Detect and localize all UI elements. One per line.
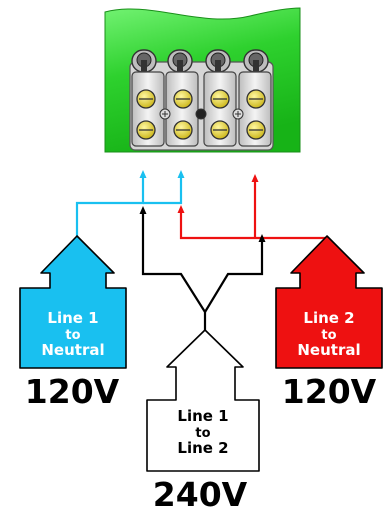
center-voltage-label: 240V [153,475,248,510]
left-arrow-label-1: Line 1 [47,309,98,327]
mounting-holes [159,108,244,120]
screws [136,89,266,140]
center-arrow-label-1: Line 1 [177,407,228,425]
right-voltage-label: 120V [282,372,377,411]
line1-neutral-wire [75,176,145,238]
right-arrow-label-3: Neutral [297,341,360,359]
line2-neutral-wire [179,210,327,240]
line1-line2-wire-b [204,240,264,313]
center-arrow-label-2: to [195,426,210,441]
line1-line2-wire [141,212,207,332]
right-arrow-label-2: to [321,328,336,343]
wire-clamps [131,49,269,73]
left-arrow-label-2: to [65,328,80,343]
line2-neutral-arrow: Line 2 to Neutral [275,235,383,369]
line1-neutral-wire-b [143,176,183,205]
line1-line2-arrow: Line 1 to Line 2 [146,329,260,472]
terminal-block [129,49,274,151]
left-arrow-label-3: Neutral [41,341,104,359]
right-arrow-label-1: Line 2 [303,309,354,327]
left-voltage-label: 120V [25,372,120,411]
wire-arrowheads [139,170,266,242]
center-arrow-label-3: Line 2 [177,439,228,457]
line1-neutral-arrow: Line 1 to Neutral [19,235,127,369]
